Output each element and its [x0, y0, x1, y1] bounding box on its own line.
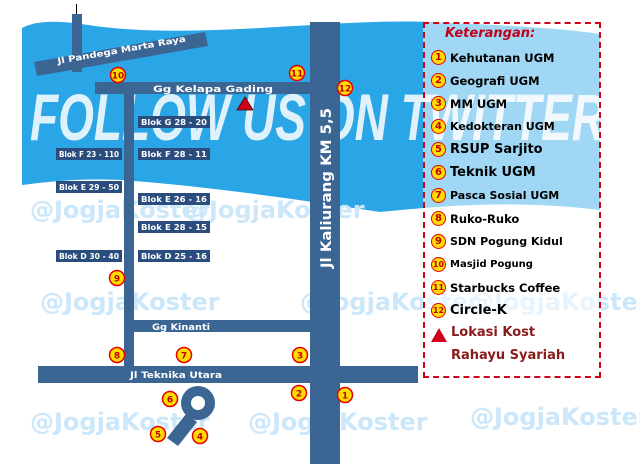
legend-number-badge: 12: [431, 303, 446, 318]
map-marker-8[interactable]: 8: [108, 346, 126, 364]
kost-location-marker: [236, 96, 254, 111]
svg-text:8: 8: [114, 352, 120, 362]
map-marker-7[interactable]: 7: [175, 346, 193, 364]
legend-kost-sublabel: Rahayu Syariah: [451, 348, 566, 363]
svg-text:11: 11: [291, 70, 304, 80]
svg-text:5: 5: [155, 431, 161, 441]
legend-number-badge: 7: [431, 188, 446, 203]
legend-number-badge: 4: [431, 119, 446, 134]
legend-item-label: Pasca Sosial UGM: [450, 189, 560, 202]
legend-item: 5 RSUP Sarjito: [431, 142, 543, 157]
road-kinanti: [124, 320, 320, 332]
map-marker-5[interactable]: 5: [149, 425, 167, 443]
legend-item: 10 Masjid Pogung: [431, 257, 533, 272]
legend-item-label: RSUP Sarjito: [450, 142, 543, 157]
svg-text:3: 3: [297, 352, 303, 362]
legend-item: 12 Circle-K: [431, 303, 507, 318]
legend-item-label: Kehutanan UGM: [450, 50, 555, 65]
map-marker-1[interactable]: 1: [336, 386, 354, 404]
map-marker-12[interactable]: 12: [336, 79, 354, 97]
legend-number-badge: 6: [431, 165, 446, 180]
legend-number-badge: 8: [431, 211, 446, 226]
road-pandega-cross: [72, 14, 82, 72]
road-label-kinanti: Gg Kinanti: [152, 323, 210, 333]
road-label-kelapa-gading: Gg Kelapa Gading: [153, 85, 273, 95]
block-label: Blok D 25 - 16: [141, 252, 207, 261]
legend-item: 11 Starbucks Coffee: [431, 280, 560, 295]
legend-item: 2 Geografi UGM: [431, 73, 540, 88]
map-marker-6[interactable]: 6: [161, 390, 179, 408]
block-label: Blok G 28 - 20: [141, 118, 207, 127]
map-marker-9[interactable]: 9: [108, 269, 126, 287]
watermark-8: @JogjaKoster: [470, 403, 640, 431]
legend-item-kost: [431, 328, 447, 342]
legend-title: Keterangan:: [445, 26, 536, 41]
road-label-teknika: Jl Teknika Utara: [129, 371, 222, 381]
legend-item-label: MM UGM: [450, 96, 508, 111]
block-label: Blok E 28 - 15: [141, 223, 207, 232]
legend-number-badge: 10: [431, 257, 446, 272]
legend-item: 7 Pasca Sosial UGM: [431, 188, 559, 203]
legend-number-badge: 5: [431, 142, 446, 157]
road-teknika: [38, 366, 418, 383]
legend-number-badge: 11: [431, 280, 446, 295]
road-roundabout-diagonal: [167, 414, 197, 446]
svg-text:4: 4: [197, 433, 203, 443]
legend-item-label: Ruko-Ruko: [450, 211, 520, 226]
map-marker-11[interactable]: 11: [288, 64, 306, 82]
road-kelapa-gading: [95, 82, 320, 94]
map-marker-10[interactable]: 10: [109, 66, 127, 84]
block-label: Blok E 26 - 16: [141, 195, 207, 204]
svg-text:12: 12: [339, 85, 352, 95]
legend-number-badge: 2: [431, 73, 446, 88]
legend-box: Keterangan: 1 Kehutanan UGM 2 Geografi U…: [423, 22, 601, 378]
legend-item-label: Starbucks Coffee: [450, 280, 561, 295]
legend-item: 4 Kedokteran UGM: [431, 119, 555, 134]
legend-item: 3 MM UGM: [431, 96, 507, 111]
text-cursor: [76, 4, 77, 15]
legend-kost-label: Lokasi Kost: [451, 325, 536, 340]
block-label: Blok F 28 - 11: [141, 150, 207, 159]
legend-item: 1 Kehutanan UGM: [431, 50, 555, 65]
legend-number-badge: 3: [431, 96, 446, 111]
map-marker-4[interactable]: 4: [191, 427, 209, 445]
legend-number-badge: 1: [431, 50, 446, 65]
svg-text:1: 1: [342, 392, 348, 402]
legend-item: 6 Teknik UGM: [431, 165, 536, 180]
svg-text:6: 6: [167, 396, 173, 406]
block-label: Blok D 30 - 40: [59, 252, 119, 261]
block-labels: Blok G 28 - 20 Blok F 23 - 110 Blok F 28…: [56, 116, 210, 262]
road-label-kaliurang: Jl Kaliurang KM 5,5: [319, 108, 335, 269]
svg-text:2: 2: [296, 390, 302, 400]
legend-number-badge: 9: [431, 234, 446, 249]
svg-text:10: 10: [112, 72, 125, 82]
roundabout-center: [191, 396, 205, 410]
map-marker-2[interactable]: 2: [290, 384, 308, 402]
legend-item-label: Geografi UGM: [450, 73, 540, 88]
legend-item-label: Teknik UGM: [450, 165, 536, 180]
block-label: Blok E 29 - 50: [59, 183, 119, 192]
legend-item-label: Circle-K: [450, 303, 507, 318]
legend-item: 8 Ruko-Ruko: [431, 211, 519, 226]
legend-item-label: SDN Pogung Kidul: [450, 235, 563, 248]
block-label: Blok F 23 - 110: [59, 150, 119, 159]
legend-item-label: Kedokteran UGM: [450, 120, 555, 133]
legend-item: 9 SDN Pogung Kidul: [431, 234, 563, 249]
kost-triangle-icon: [431, 328, 447, 342]
svg-text:9: 9: [114, 275, 120, 285]
road-inner-vertical: [124, 94, 134, 380]
road-kaliurang: [310, 22, 340, 464]
map-marker-3[interactable]: 3: [291, 346, 309, 364]
svg-text:7: 7: [181, 352, 187, 362]
legend-item-label: Masjid Pogung: [450, 259, 533, 270]
